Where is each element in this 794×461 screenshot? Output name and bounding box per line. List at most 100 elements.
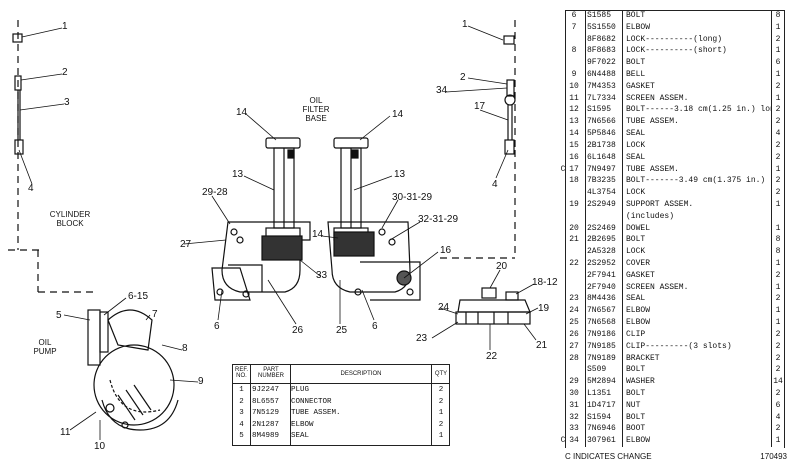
callout-18-12: 18-12 [532,277,558,288]
part-number: 307961 [587,436,616,446]
ref-number: 17 [569,164,579,174]
ref-number: 31 [569,400,579,410]
callout-19: 19 [538,303,550,314]
ref-number: 4 [239,420,244,429]
callout-27: 27 [180,239,192,250]
description: ELBOW [626,22,651,32]
part-number: 2S2949 [587,199,616,209]
ref-number: 15 [569,140,579,150]
quantity: 8 [775,235,781,245]
description: SEAL [626,129,646,139]
ref-number: 1 [239,386,244,394]
ref-number: 19 [569,199,579,209]
parts-list-row: 14 5P5846 SEAL 4 [560,128,786,139]
description: BOLT-------3.49 cm(1.375 in.) long [626,176,771,186]
part-number: 5P5846 [587,129,616,139]
description: WASHER [626,377,655,387]
callout-26: 26 [292,325,304,336]
description: ELBOW [291,420,314,429]
description: CONNECTOR [291,397,332,406]
callout-6-15: 6-15 [128,291,149,302]
quantity: 2 [775,270,781,280]
quantity: 6 [775,400,781,410]
oil-filter-base-label: OIL FILTER BASE [302,96,330,123]
description: TUBE ASSEM. [291,409,341,417]
quantity: 2 [775,105,781,115]
oil-pump-label: OIL PUMP [33,338,57,356]
callout-2-left: 2 [62,67,68,78]
left-filter-tube [265,137,301,241]
description: SEAL [626,152,646,162]
part-number: 7N6567 [587,306,616,316]
ref-number: 5 [239,432,244,440]
description: NUT [626,400,641,410]
callout-23: 23 [416,333,428,344]
quantity: 1 [775,93,781,103]
part-number: 7B3235 [587,176,616,186]
description: (includes) [626,211,675,221]
callout-14-right: 14 [392,109,404,120]
quantity: 2 [775,365,781,375]
description: TUBE ASSEM. [626,117,679,127]
quantity: 1 [438,409,444,417]
ref-number: 8 [571,46,577,56]
quantity: 2 [775,176,781,186]
description: SEAL [291,432,310,440]
ref-number: 27 [569,341,579,351]
callout-14-lower: 14 [312,229,324,240]
part-number: 2F7940 [587,282,616,292]
ref-number: 25 [569,318,579,328]
description: ELBOW [626,318,651,328]
ref-number: 29 [569,377,579,387]
ref-number: 3 [239,409,244,417]
part-number: 6L1648 [587,152,616,162]
quantity: 4 [775,129,781,139]
description: BOLT [626,235,646,245]
quantity: 2 [438,386,444,394]
callout-11: 11 [60,427,71,438]
document-number: 170493 [760,452,787,461]
part-number: 1D4717 [587,400,616,410]
description: SCREEN ASSEM. [626,93,689,103]
description: BRACKET [626,353,660,363]
description: TUBE ASSEM. [626,164,679,174]
quantity: 1 [775,223,781,233]
description: BELL [626,70,646,80]
part-number: 7N5129 [252,409,280,417]
callout-7: 7 [152,309,158,320]
description: BOLT------3.18 cm(1.25 in.) long [626,105,771,115]
callout-4-right: 4 [492,179,498,190]
description: LOCK----------(short) [626,46,727,56]
part-number: S1585 [587,11,612,20]
part-number: 7L7334 [587,93,616,103]
part-number: 2F7941 [587,270,616,280]
description: BOLT [626,388,646,398]
part-number: 5S1550 [587,22,616,32]
ref-number: 34 [569,436,579,446]
ref-number: 33 [569,424,579,434]
parts-list-row: (includes) [560,211,786,222]
part-number: 9F7022 [587,58,616,68]
ref-number: 16 [569,152,579,162]
description: GASKET [626,81,655,91]
part-number: L1351 [587,388,612,398]
ref-number: 14 [569,129,579,139]
part-number: 7N9185 [587,341,616,351]
callout-21: 21 [536,340,548,351]
part-number: 7N6946 [587,424,616,434]
quantity: 2 [775,388,781,398]
right-elbow-assembly [327,221,421,301]
quantity: 6 [775,58,781,68]
